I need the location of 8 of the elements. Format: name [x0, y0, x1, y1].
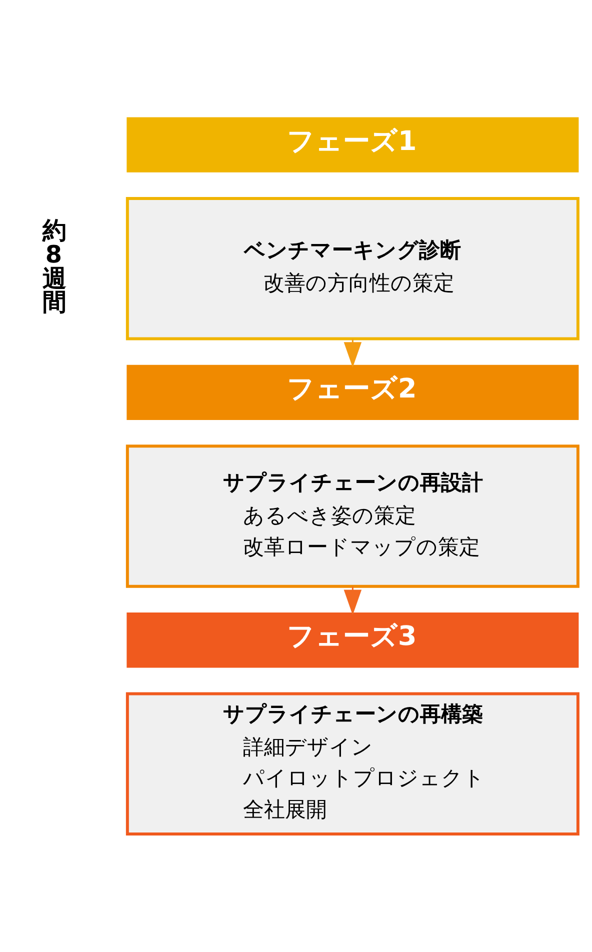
node-box: サプライチェーンの再設計 あるべき姿の策定 改革ロードマップの策定 — [126, 444, 580, 588]
node-box: フェーズ1 — [126, 117, 579, 172]
node-box: サプライチェーンの再構築 詳細デザイン パイロットプロジェクト 全社展開 — [126, 692, 580, 836]
node-box: フェーズ3 — [126, 612, 579, 668]
node-box: フェーズ2 — [126, 364, 579, 420]
label: 約8週間 — [42, 216, 66, 316]
arrow — [344, 586, 362, 616]
node-box: ベンチマーキング診断 改善の方向性の策定 — [126, 197, 580, 340]
